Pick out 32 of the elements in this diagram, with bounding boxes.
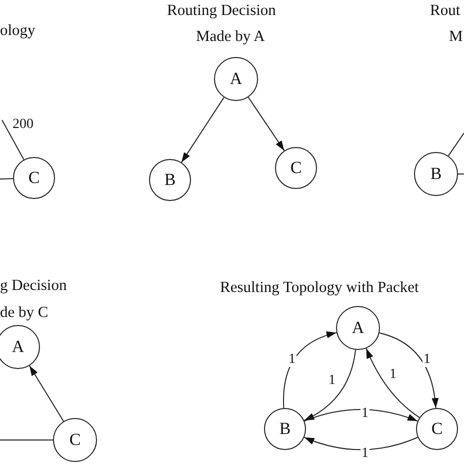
- panel-title: Routing Decision: [167, 2, 276, 20]
- arrow: [283, 332, 337, 409]
- router-node: C: [13, 157, 55, 199]
- arrow: [366, 348, 420, 418]
- connector-line: [448, 132, 464, 156]
- connector-line: [0, 178, 14, 180]
- panel-title: ology: [0, 22, 36, 40]
- edge-label: 1: [422, 353, 432, 367]
- router-node: B: [414, 152, 458, 196]
- router-node: C: [416, 408, 458, 450]
- arrow: [304, 436, 418, 450]
- arrow: [304, 349, 356, 421]
- router-node: C: [275, 147, 317, 189]
- panel-title: Rout: [430, 2, 460, 20]
- arrow: [29, 365, 64, 422]
- router-node: A: [0, 325, 40, 369]
- panel-title: g Decision: [0, 277, 67, 295]
- edge-label: 1: [288, 353, 296, 367]
- arrow: [304, 409, 418, 422]
- router-node: A: [336, 306, 380, 350]
- connector-line: [2, 120, 24, 160]
- arrow: [181, 96, 224, 163]
- router-node: A: [214, 57, 258, 101]
- arrow: [248, 96, 285, 152]
- panel-title: de by C: [0, 304, 48, 322]
- router-node: B: [149, 159, 191, 201]
- panel-title: Made by A: [196, 28, 265, 46]
- router-node: B: [264, 408, 306, 450]
- panel-title: Resulting Topology with Packet: [220, 279, 419, 297]
- arrow: [378, 332, 438, 409]
- router-node: C: [53, 418, 97, 462]
- panel-title: M: [449, 28, 463, 46]
